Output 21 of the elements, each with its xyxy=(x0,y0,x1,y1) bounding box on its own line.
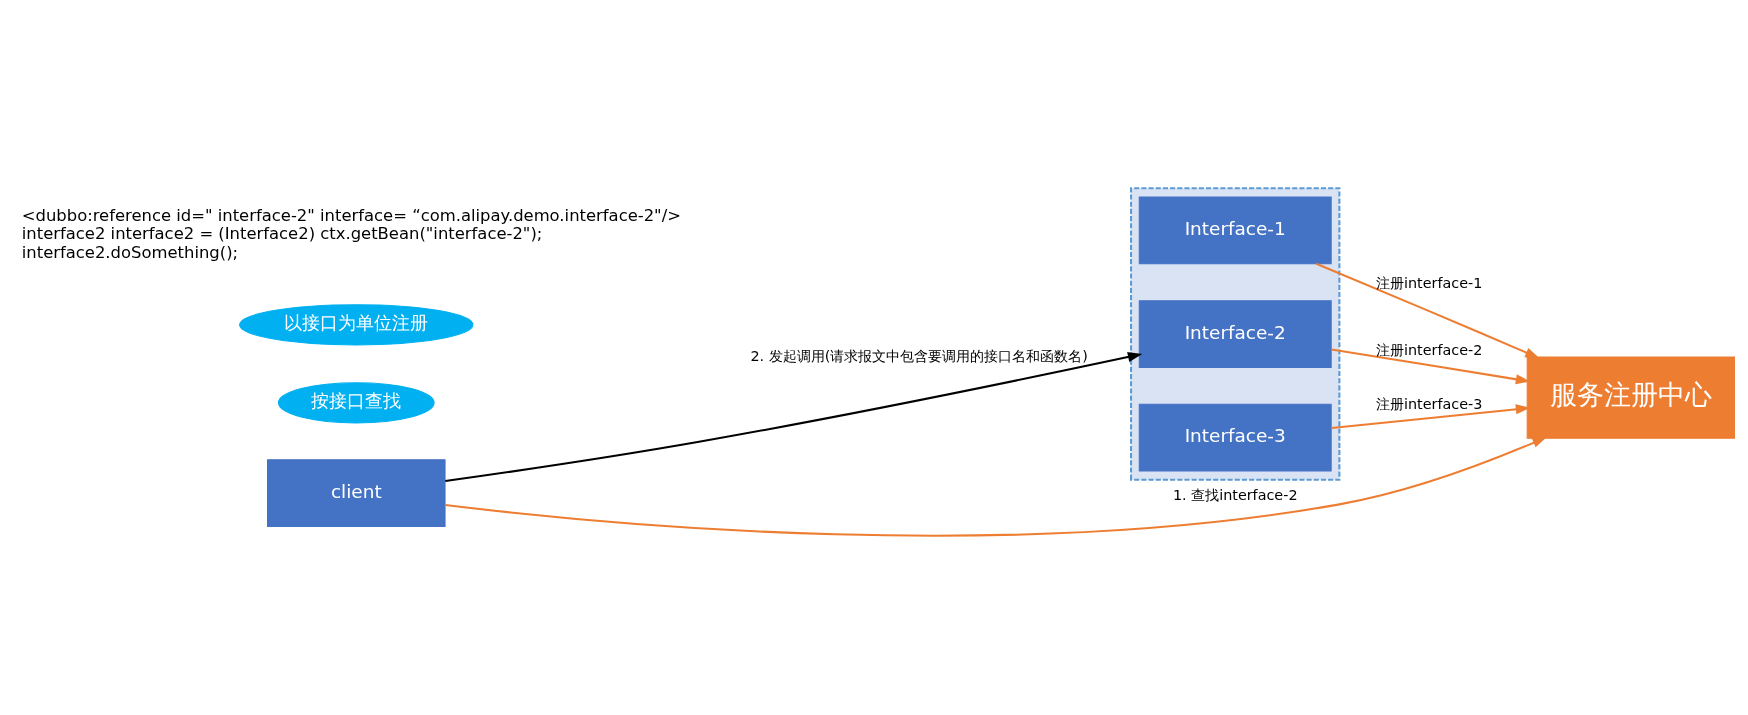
label: interface2.doSomething(); xyxy=(21,242,239,262)
arrow xyxy=(445,351,1143,482)
edge-label: 2. 发起调用(请求报文中包含要调用的接口名和函数名) xyxy=(750,347,1088,364)
arrow xyxy=(1331,403,1531,429)
edge-label: 注册interface-3 xyxy=(1375,395,1483,412)
node-ellipse: 以接口为单位注册 xyxy=(239,303,474,345)
arrow xyxy=(445,436,1547,537)
label: interface2 interface2 = (Interface2) ctx.getBean("interface-2"); xyxy=(21,223,543,243)
edge-label: 注册interface-1 xyxy=(1375,274,1483,291)
label: <dubbo:reference id=" interface-2" interface= “com.alipay.demo.interface-2"/> xyxy=(21,205,681,225)
cluster xyxy=(1130,186,1341,481)
node-box: client xyxy=(267,458,446,527)
node-box: Interface-1 xyxy=(1138,196,1332,264)
node-box: Interface-3 xyxy=(1138,403,1332,472)
edge-label: 注册interface-2 xyxy=(1375,341,1483,358)
arrow xyxy=(1331,347,1531,384)
node-box: 服务注册中心 xyxy=(1526,356,1735,439)
edge-label: 1. 查找interface-2 xyxy=(1172,486,1298,503)
node-ellipse: 按接口查找 xyxy=(277,381,435,423)
arrow xyxy=(1315,262,1540,358)
node-box: Interface-2 xyxy=(1138,299,1332,368)
